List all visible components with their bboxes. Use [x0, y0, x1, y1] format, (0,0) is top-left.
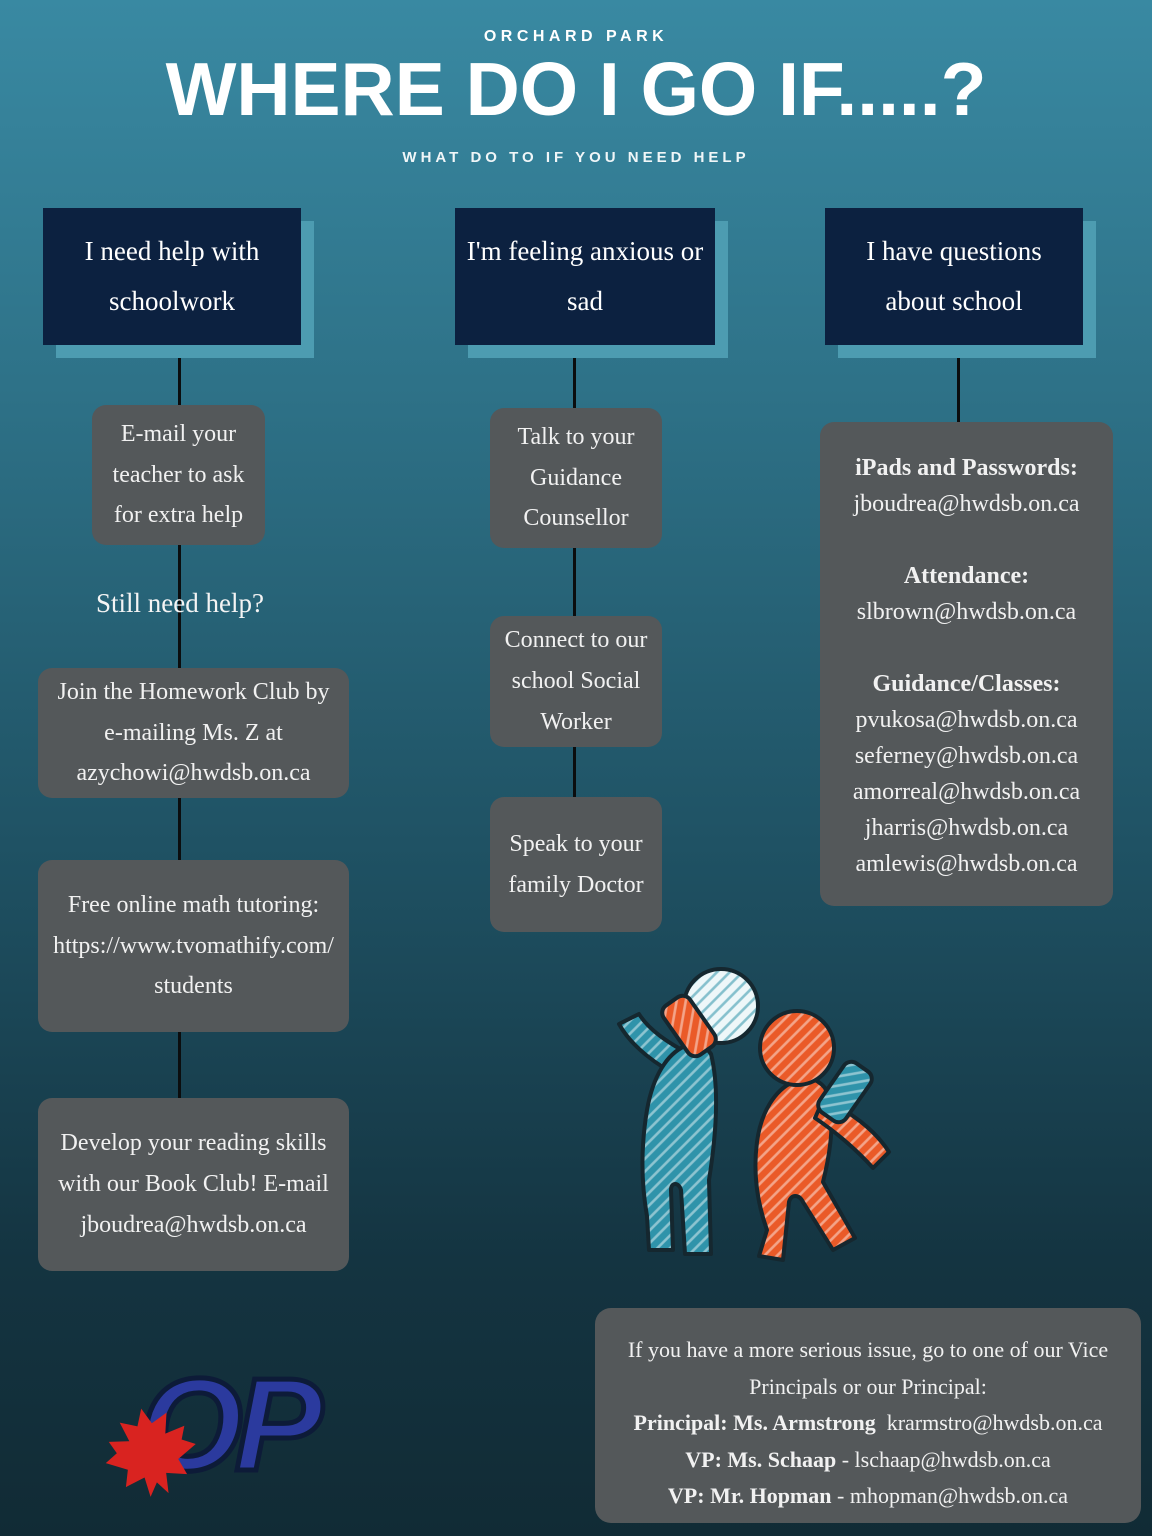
card-guidance-counsellor: Talk to your Guidance Counsellor	[490, 408, 662, 548]
column-header-anxious: I'm feeling anxious or sad	[455, 208, 715, 345]
orange-figure-head	[758, 1009, 836, 1087]
column-header-anxious-label: I'm feeling anxious or sad	[466, 235, 704, 316]
contact-email: pvukosa@hwdsb.on.ca	[855, 707, 1078, 733]
still-need-help-label: Still need help?	[96, 588, 264, 618]
principal-line: Principal: Ms. Armstrong krarmstro@hwdsb…	[611, 1405, 1125, 1442]
contact-email: jharris@hwdsb.on.ca	[864, 815, 1069, 841]
card-homework-club: Join the Homework Club by e-mailing Ms. …	[38, 668, 349, 798]
contact-heading-guidance: Guidance/Classes:	[872, 671, 1061, 697]
page-subtitle: WHAT DO TO IF YOU NEED HELP	[402, 149, 750, 166]
vp1-name: VP: Ms. Schaap	[685, 1446, 837, 1472]
teal-figure-arm-around	[816, 1059, 874, 1125]
column-header-schoolwork-label: I need help with schoolwork	[84, 235, 260, 316]
vp1-line: VP: Ms. Schaap - lschaap@hwdsb.on.ca	[611, 1442, 1125, 1479]
contact-email: seferney@hwdsb.on.ca	[854, 743, 1079, 769]
column-header-questions: I have questions about school	[825, 208, 1083, 345]
card-family-doctor-text: Speak to your family Doctor	[508, 830, 644, 898]
card-math-tutoring: Free online math tutoring: https://www.t…	[38, 860, 349, 1032]
connector-line-column-3	[957, 347, 960, 427]
connector-line-column-2	[573, 345, 576, 805]
contact-section-guidance: Guidance/Classes: pvukosa@hwdsb.on.ca se…	[836, 666, 1097, 882]
orchard-park-logo: OP	[105, 1349, 334, 1501]
column-header-schoolwork: I need help with schoolwork	[43, 208, 301, 345]
card-family-doctor: Speak to your family Doctor	[490, 797, 662, 932]
contact-email: amlewis@hwdsb.on.ca	[855, 851, 1078, 877]
contact-heading-attendance: Attendance:	[903, 563, 1030, 589]
card-social-worker-text: Connect to our school Social Worker	[504, 627, 648, 735]
card-social-worker: Connect to our school Social Worker	[490, 616, 662, 747]
vp2-name: VP: Mr. Hopman	[667, 1483, 832, 1509]
logo-letters: OP	[140, 1351, 324, 1498]
contact-email: slbrown@hwdsb.on.ca	[856, 599, 1077, 625]
contact-section-ipads: iPads and Passwords: jboudrea@hwdsb.on.c…	[836, 450, 1097, 522]
orange-figure-arm-around	[660, 993, 718, 1059]
vp1-email: - lschaap@hwdsb.on.ca	[836, 1446, 1051, 1472]
principal-name: Principal: Ms. Armstrong	[633, 1410, 876, 1436]
contact-section-attendance: Attendance: slbrown@hwdsb.on.ca	[836, 558, 1097, 630]
card-math-tutoring-text: Free online math tutoring: https://www.t…	[53, 891, 334, 1000]
card-school-contacts: iPads and Passwords: jboudrea@hwdsb.on.c…	[820, 422, 1113, 906]
contact-email: jboudrea@hwdsb.on.ca	[853, 491, 1080, 517]
school-name: ORCHARD PARK	[483, 28, 669, 45]
card-email-teacher-text: E-mail your teacher to ask for extra hel…	[112, 420, 245, 529]
card-book-club: Develop your reading skills with our Boo…	[38, 1098, 349, 1271]
teal-figure-body	[640, 1041, 719, 1256]
card-book-club-text: Develop your reading skills with our Boo…	[58, 1130, 329, 1238]
card-email-teacher: E-mail your teacher to ask for extra hel…	[92, 405, 265, 545]
page-title: WHERE DO I GO IF.....?	[165, 47, 987, 131]
maple-leaf-icon	[105, 1408, 196, 1497]
principal-email: krarmstro@hwdsb.on.ca	[875, 1410, 1103, 1436]
card-guidance-counsellor-text: Talk to your Guidance Counsellor	[517, 423, 635, 532]
friends-hug-illustration	[617, 967, 891, 1262]
column-header-questions-label: I have questions about school	[866, 235, 1042, 316]
card-serious-issue: If you have a more serious issue, go to …	[595, 1308, 1141, 1523]
vp2-email: - mhopman@hwdsb.on.ca	[831, 1483, 1069, 1509]
contact-email: amorreal@hwdsb.on.ca	[852, 779, 1081, 805]
serious-issue-intro: If you have a more serious issue, go to …	[627, 1337, 1109, 1399]
contact-heading-ipads: iPads and Passwords:	[855, 455, 1078, 481]
card-homework-club-text: Join the Homework Club by e-mailing Ms. …	[57, 678, 330, 787]
vp2-line: VP: Mr. Hopman - mhopman@hwdsb.on.ca	[611, 1478, 1125, 1515]
